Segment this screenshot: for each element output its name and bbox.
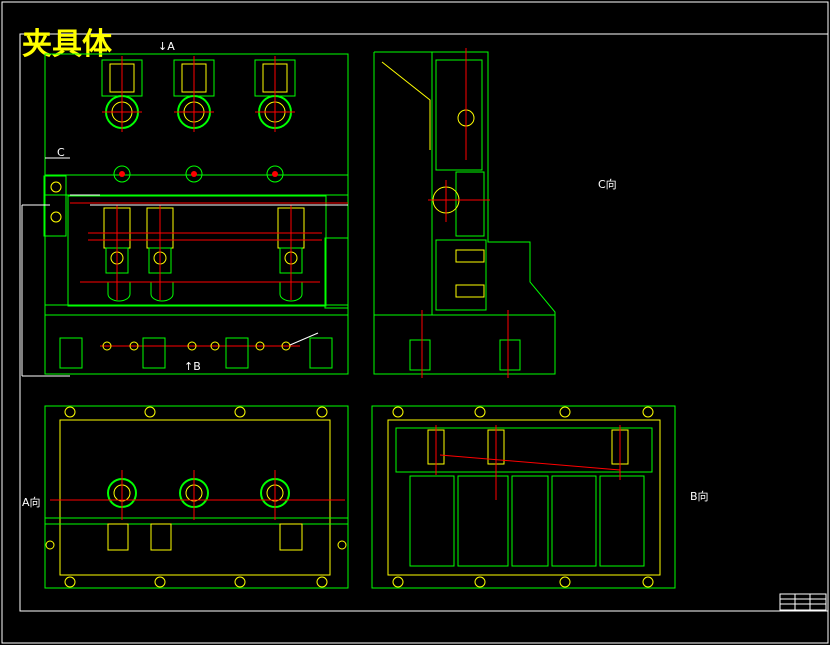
view-marker-c-label: C <box>57 146 65 159</box>
front-view: ↓A C ↑B <box>21 40 349 377</box>
drawing-title: 夹具体 <box>22 27 113 62</box>
clamp-cylinders-top <box>101 56 296 132</box>
dimension-lines <box>21 157 348 377</box>
view-b-label: B向 <box>690 489 709 503</box>
view-arrow-a-label: ↓A <box>158 40 175 53</box>
plan-view-a: A向 <box>22 405 349 589</box>
view-c-label: C向 <box>598 177 617 191</box>
view-a-label: A向 <box>22 495 41 509</box>
title-block <box>779 593 827 611</box>
view-arrow-b-label: ↑B <box>184 360 201 373</box>
plan-view-b: B向 <box>371 405 709 589</box>
side-view-c: C向 <box>373 48 617 378</box>
locating-pins <box>50 165 284 223</box>
center-lines <box>70 202 348 347</box>
base-feet <box>59 337 333 369</box>
clamp-cylinders-a <box>107 478 303 551</box>
clamp-blocks <box>103 207 305 302</box>
bolt-holes-a <box>45 406 347 588</box>
